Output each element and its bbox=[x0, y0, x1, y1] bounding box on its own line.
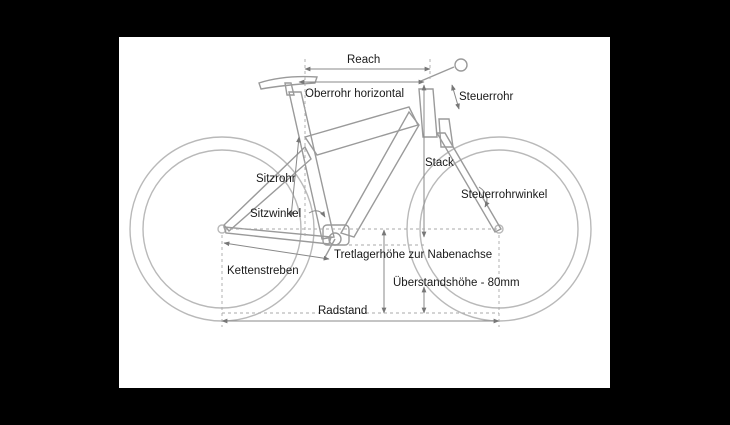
bike-drawing bbox=[129, 58, 592, 327]
label-steuerrohr: Steuerrohr bbox=[459, 91, 514, 103]
label-sitzwinkel: Sitzwinkel bbox=[250, 208, 302, 220]
label-tretlagerhoehe: Tretlagerhöhe zur Nabenachse bbox=[334, 249, 493, 261]
label-oberrohr-horizontal: Oberrohr horizontal bbox=[305, 88, 405, 100]
label-kettenstreben: Kettenstreben bbox=[227, 265, 299, 277]
label-stack: Stack bbox=[425, 157, 454, 169]
label-steuerrohrwinkel: Steuerrohrwinkel bbox=[461, 189, 548, 201]
label-reach: Reach bbox=[347, 54, 381, 66]
label-radstand: Radstand bbox=[318, 305, 368, 317]
label-ueberstandshoehe: Überstandshöhe - 80mm bbox=[393, 277, 520, 289]
geometry-diagram: Reach Oberrohr horizontal Steuerrohr Sta… bbox=[119, 37, 610, 388]
dimension-lines bbox=[221, 59, 500, 327]
label-sitzrohr: Sitzrohr bbox=[256, 173, 296, 185]
